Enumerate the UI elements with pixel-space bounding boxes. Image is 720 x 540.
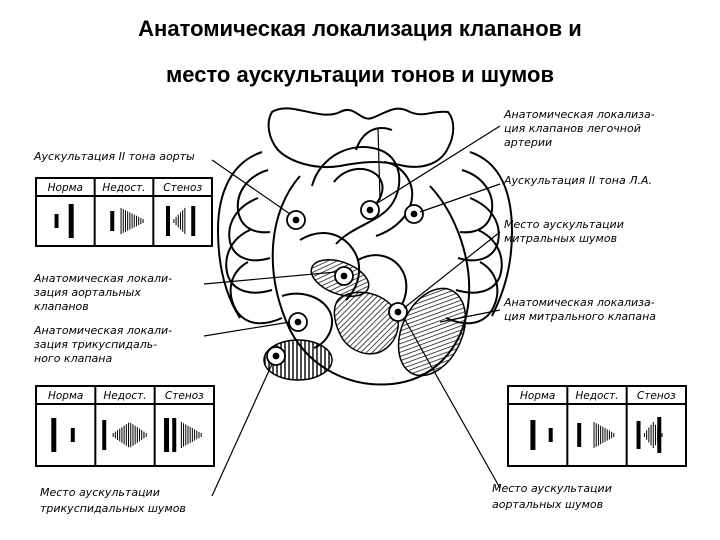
phono-header: Недост. xyxy=(575,390,618,402)
point-tricuspid-valve xyxy=(288,312,308,332)
svg-text:аортальных шумов: аортальных шумов xyxy=(492,498,603,511)
phono-header: Недост. xyxy=(102,182,145,194)
label-tricuspid-noise: Место аускультации трикуспидальных шумов xyxy=(40,486,186,515)
phono-header: Норма xyxy=(520,390,555,402)
svg-text:Место аускультации: Место аускультации xyxy=(492,482,612,495)
phono-header: Норма xyxy=(48,182,83,194)
sound-bar xyxy=(548,428,553,442)
svg-text:Анатомическая локализа-: Анатомическая локализа- xyxy=(503,108,655,121)
svg-text:митральных шумов: митральных шумов xyxy=(504,232,617,245)
label-mitral-valve: Анатомическая локализа- ция митрального … xyxy=(503,296,656,323)
sound-bar xyxy=(636,421,641,449)
leader-lines xyxy=(203,125,501,497)
svg-text:ция митрального клапана: ция митрального клапана xyxy=(504,310,656,323)
mitral-projection-area xyxy=(333,291,399,355)
sound-bar xyxy=(54,214,59,228)
sound-bar xyxy=(164,418,170,452)
point-tricuspid-noise xyxy=(266,346,286,366)
title-line-1: Анатомическая локализация клапанов и xyxy=(138,16,582,41)
svg-text:зация трикуспидаль-: зация трикуспидаль- xyxy=(34,338,157,351)
phono-header: Стеноз xyxy=(637,390,676,402)
label-mitral-noise: Место аускультации митральных шумов xyxy=(504,218,624,245)
phono-header: Стеноз xyxy=(163,182,202,194)
sound-bar xyxy=(110,211,115,231)
phonogram-aortic: Норма Недост. Стеноз xyxy=(507,385,687,467)
phono-header: Норма xyxy=(48,390,83,402)
sound-bar xyxy=(166,206,170,236)
point-aortic-valve xyxy=(334,266,354,286)
svg-text:Анатомическая локали-: Анатомическая локали- xyxy=(33,272,172,285)
svg-text:клапанов: клапанов xyxy=(34,300,89,313)
point-aorta xyxy=(286,210,306,230)
sound-bar xyxy=(68,204,74,238)
auscultation-points xyxy=(266,200,424,366)
phonogram-tricuspid: Норма Недост. Стеноз xyxy=(35,385,215,467)
mitral-valve-area xyxy=(397,287,467,377)
sound-bar xyxy=(191,206,196,236)
phono-header: Недост. xyxy=(103,390,146,402)
label-tricuspid-valve: Анатомическая локали- зация трикуспидаль… xyxy=(33,324,172,365)
label-aorta-tone: Аускультация II тона аорты xyxy=(33,150,195,163)
label-pulmonary-tone: Аускультация II тона Л.А. xyxy=(503,174,652,187)
point-pulmonary-valve xyxy=(360,200,380,220)
svg-text:Место аускультации: Место аускультации xyxy=(504,218,624,231)
point-mitral xyxy=(388,302,408,322)
svg-text:артерии: артерии xyxy=(504,136,552,149)
sound-bar xyxy=(102,420,107,450)
sound-bar xyxy=(51,418,57,452)
sound-bar xyxy=(530,420,536,450)
svg-text:ного клапана: ного клапана xyxy=(34,352,112,365)
sound-bar xyxy=(172,418,177,452)
sound-bar xyxy=(657,417,662,453)
svg-text:зация аортальных: зация аортальных xyxy=(34,286,141,299)
phonogram-aortic-tone: Норма Недост. Стеноз xyxy=(35,177,213,247)
valve-areas xyxy=(263,259,467,381)
svg-text:Анатомическая локализа-: Анатомическая локализа- xyxy=(503,296,655,309)
point-pulmonary-tone xyxy=(404,204,424,224)
svg-text:трикуспидальных шумов: трикуспидальных шумов xyxy=(40,502,186,515)
sound-bar xyxy=(577,423,582,447)
label-aortic-valves: Анатомическая локали- зация аортальных к… xyxy=(33,272,172,313)
title-line-2: место аускультации тонов и шумов xyxy=(165,62,555,87)
phono-header: Стеноз xyxy=(165,390,204,402)
svg-text:ция клапанов легочной: ция клапанов легочной xyxy=(504,122,641,135)
label-pulmonary-valves: Анатомическая локализа- ция клапанов лег… xyxy=(503,108,655,149)
svg-text:Анатомическая локали-: Анатомическая локали- xyxy=(33,324,172,337)
label-aortic-noise: Место аускультации аортальных шумов xyxy=(492,482,612,511)
sound-bar xyxy=(70,428,75,442)
svg-text:Место аускультации: Место аускультации xyxy=(40,486,160,499)
